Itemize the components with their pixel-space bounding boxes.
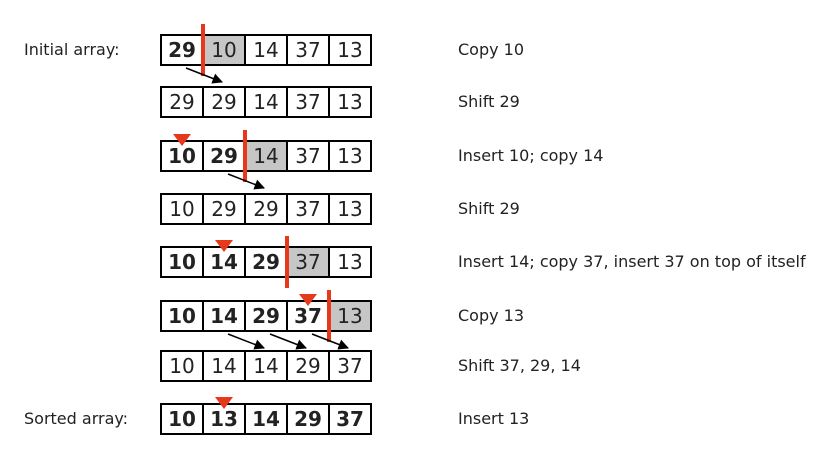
array-cell: 10	[160, 246, 204, 278]
array-cell: 37	[286, 300, 330, 332]
array-cell: 29	[160, 86, 204, 118]
step-description: Shift 37, 29, 14	[458, 356, 581, 375]
array-cell: 29	[244, 300, 288, 332]
row-label: Initial array:	[24, 40, 120, 59]
array-cell: 10	[160, 300, 204, 332]
array-cell: 37	[286, 86, 330, 118]
array-cell: 14	[244, 403, 288, 435]
step-description: Copy 10	[458, 40, 525, 59]
array-cell: 13	[328, 34, 372, 66]
row-label: Sorted array:	[24, 409, 129, 428]
array-cell: 13	[328, 140, 372, 172]
array-cell: 10	[160, 403, 204, 435]
array-cell: 14	[202, 300, 246, 332]
array-cell: 29	[160, 34, 204, 66]
step-description: Insert 14; copy 37, insert 37 on top of …	[458, 252, 806, 271]
array-cell: 13	[328, 300, 372, 332]
array-cell: 29	[202, 140, 246, 172]
array-cell: 29	[244, 193, 288, 225]
array-cell: 29	[244, 246, 288, 278]
array-cell: 37	[286, 193, 330, 225]
array-cell: 29	[286, 350, 330, 382]
step-description: Copy 13	[458, 306, 525, 325]
array-cell: 14	[202, 246, 246, 278]
step-description: Shift 29	[458, 92, 520, 111]
array-cell: 37	[286, 34, 330, 66]
step-description: Shift 29	[458, 199, 520, 218]
array-cell: 14	[244, 34, 288, 66]
array-cell: 10	[160, 193, 204, 225]
array-cell: 10	[202, 34, 246, 66]
step-description: Insert 13	[458, 409, 530, 428]
array-cell: 29	[202, 86, 246, 118]
step-description: Insert 10; copy 14	[458, 146, 604, 165]
array-cell: 13	[328, 246, 372, 278]
array-cell: 14	[244, 86, 288, 118]
array-cell: 37	[328, 350, 372, 382]
array-cell: 29	[286, 403, 330, 435]
array-cell: 13	[328, 86, 372, 118]
array-cell: 29	[202, 193, 246, 225]
array-cell: 37	[328, 403, 372, 435]
array-cell: 13	[328, 193, 372, 225]
array-cell: 14	[244, 350, 288, 382]
array-cell: 37	[286, 140, 330, 172]
array-cell: 13	[202, 403, 246, 435]
array-cell: 14	[244, 140, 288, 172]
array-cell: 14	[202, 350, 246, 382]
array-cell: 10	[160, 350, 204, 382]
array-cell: 37	[286, 246, 330, 278]
array-cell: 10	[160, 140, 204, 172]
